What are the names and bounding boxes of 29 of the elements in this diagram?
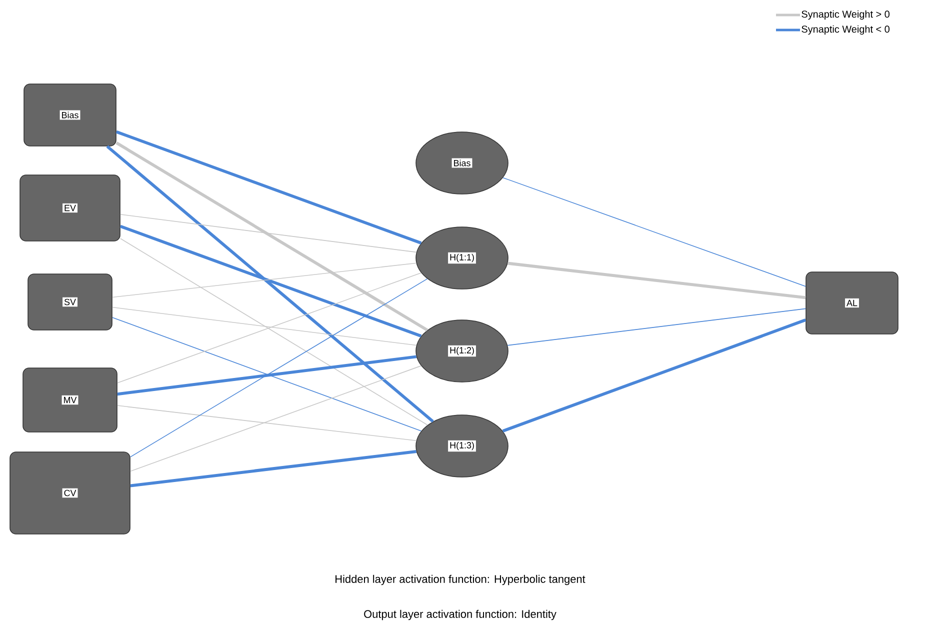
- legend-label: Synaptic Weight < 0: [802, 25, 890, 35]
- connection-line: [120, 214, 417, 253]
- connection-line: [120, 238, 428, 426]
- neuron-box: MV: [22, 368, 118, 432]
- connection-line: [130, 450, 416, 488]
- connection-line: [117, 355, 417, 396]
- connection-line: [130, 365, 422, 472]
- legend-label: Synaptic Weight > 0: [802, 10, 890, 20]
- connection-line: [112, 306, 417, 346]
- connection-line: [508, 262, 806, 300]
- connection-line: [106, 145, 434, 423]
- connection-line: [117, 272, 422, 384]
- connection-line: [116, 130, 422, 244]
- connection-line: [117, 405, 417, 442]
- connection-line: [120, 224, 422, 338]
- neuron-box: EV: [20, 174, 120, 242]
- connection-line: [112, 317, 422, 432]
- connection-line: [116, 142, 428, 332]
- neuron-box: CV: [10, 452, 130, 534]
- neuron-box: Bias: [24, 84, 116, 146]
- neuron-box: SV: [28, 274, 112, 330]
- connection-line: [507, 308, 806, 346]
- connection-line: [502, 318, 806, 432]
- connection-line: [130, 278, 428, 458]
- connection-line: [112, 262, 417, 298]
- note-text: Hidden layer activation function: Hyperbolic tangent: [336, 574, 586, 586]
- neuron-box: AL: [806, 272, 898, 334]
- note-text: Output layer activation function: Identity: [364, 610, 556, 620]
- connection-line: [502, 177, 806, 287]
